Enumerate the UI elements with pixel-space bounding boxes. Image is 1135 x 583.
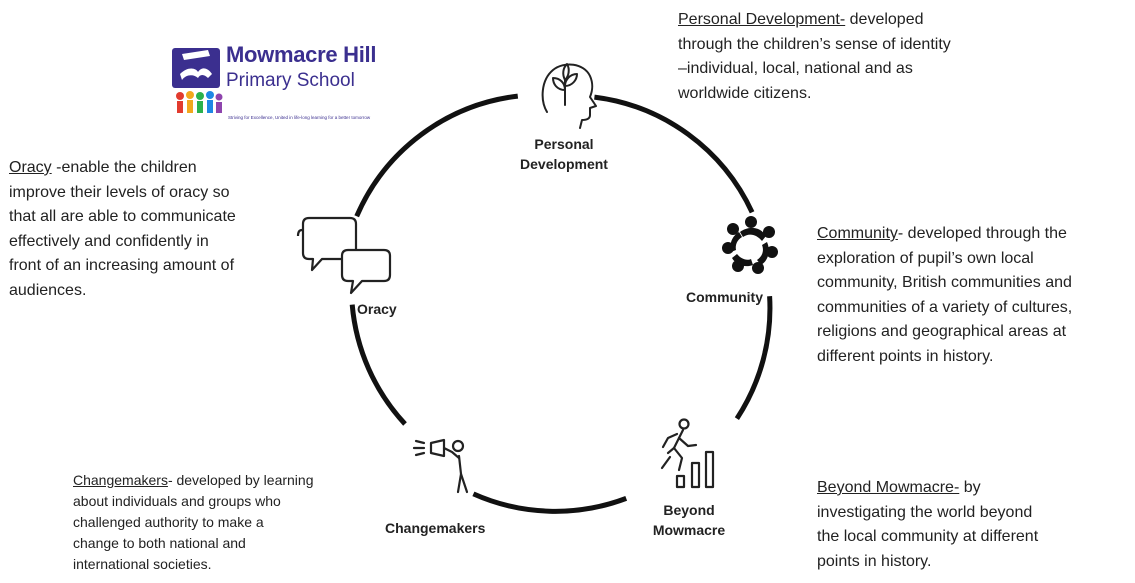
desc-line: different points in history. (817, 347, 994, 365)
ring-arc-community-beyond (734, 296, 773, 420)
desc-line: change to both national and (73, 535, 246, 551)
desc-line: that all are able to communicate (9, 208, 236, 225)
logo-title: Mowmacre Hill (226, 42, 377, 67)
node-label-changemakers: Changemakers (385, 518, 485, 538)
desc-line: Beyond Mowmacre- by (817, 476, 1117, 501)
desc-text: - developed by learning (167, 472, 314, 488)
desc-line: effectively and confidently in (9, 232, 209, 250)
node-label-line: Mowmacre (652, 522, 726, 538)
head-plant-icon (541, 63, 597, 129)
desc-heading: Beyond Mowmacre- (817, 479, 960, 496)
desc-line: –individual, local, national and as (678, 60, 913, 77)
node-label-line: Community (686, 289, 763, 305)
school-logo: Mowmacre Hill Primary School Striving fo… (168, 40, 408, 128)
desc-heading: Community (817, 225, 898, 242)
desc-line: about individuals and groups who (73, 493, 281, 509)
node-label-line: Development (520, 156, 608, 172)
school-crest-icon (172, 48, 223, 113)
desc-line: communities of a variety of cultures, (817, 298, 1073, 316)
logo-tagline: Striving for Excellence, United in life-… (228, 115, 371, 120)
desc-line: audiences. (9, 281, 87, 299)
desc-line: Personal Development- developed (678, 8, 1058, 33)
node-label-community: Community (686, 287, 763, 307)
megaphone-person-icon (412, 438, 469, 494)
desc-heading: Oracy (9, 159, 52, 176)
desc-line: Oracy -enable the children (9, 156, 299, 181)
community-circle-icon (722, 216, 778, 274)
desc-line: religions and geographical areas at (817, 323, 1067, 340)
node-label-personal-development: Personal Development (508, 134, 620, 174)
desc-line: front of an increasing amount of (9, 257, 235, 274)
node-label-oracy: Oracy (357, 299, 397, 319)
desc-line: challenged authority to make a (73, 514, 264, 530)
desc-line: Community- developed through the (817, 222, 1133, 247)
desc-line: worldwide citizens. (678, 84, 812, 102)
node-label-line: Personal (534, 136, 594, 152)
desc-line: Changemakers- developed by learning (73, 470, 373, 491)
desc-heading: Personal Development- (678, 11, 846, 28)
description-changemakers: Changemakers- developed by learning abou… (73, 470, 373, 575)
ring-arc-beyond-changemakers (472, 491, 628, 514)
desc-line: points in history. (817, 552, 932, 570)
description-oracy: Oracy -enable the children improve their… (9, 156, 299, 303)
desc-text: developed (845, 11, 924, 28)
ring-arc-changemakers-oracy (349, 304, 407, 426)
desc-text: -enable the children (51, 159, 197, 176)
desc-line: international societies. (73, 556, 212, 572)
climbing-steps-icon (660, 418, 715, 489)
desc-text: - developed through the (897, 225, 1067, 242)
node-label-beyond-mowmacre: Beyond Mowmacre (642, 500, 736, 540)
cycle-ring (349, 93, 773, 514)
desc-text: by (959, 479, 981, 496)
description-personal-development: Personal Development- developed through … (678, 8, 1058, 106)
description-beyond-mowmacre: Beyond Mowmacre- by investigating the wo… (817, 476, 1117, 574)
node-label-line: Beyond (663, 502, 715, 518)
logo-subtitle: Primary School (226, 70, 355, 91)
desc-line: the local community at different (817, 528, 1039, 545)
node-label-line: Oracy (357, 301, 397, 317)
desc-line: through the children’s sense of identity (678, 35, 951, 53)
desc-line: investigating the world beyond (817, 503, 1033, 521)
desc-heading: Changemakers (73, 472, 168, 488)
ring-arc-personal-community (594, 94, 755, 214)
desc-line: improve their levels of oracy so (9, 183, 230, 201)
desc-line: community, British communities and (817, 274, 1072, 291)
ring-arc-oracy-personal (354, 93, 519, 218)
node-label-line: Changemakers (385, 520, 486, 536)
speech-bubbles-icon (296, 216, 392, 295)
desc-line: exploration of pupil’s own local (817, 249, 1034, 267)
description-community: Community- developed through the explora… (817, 222, 1133, 369)
